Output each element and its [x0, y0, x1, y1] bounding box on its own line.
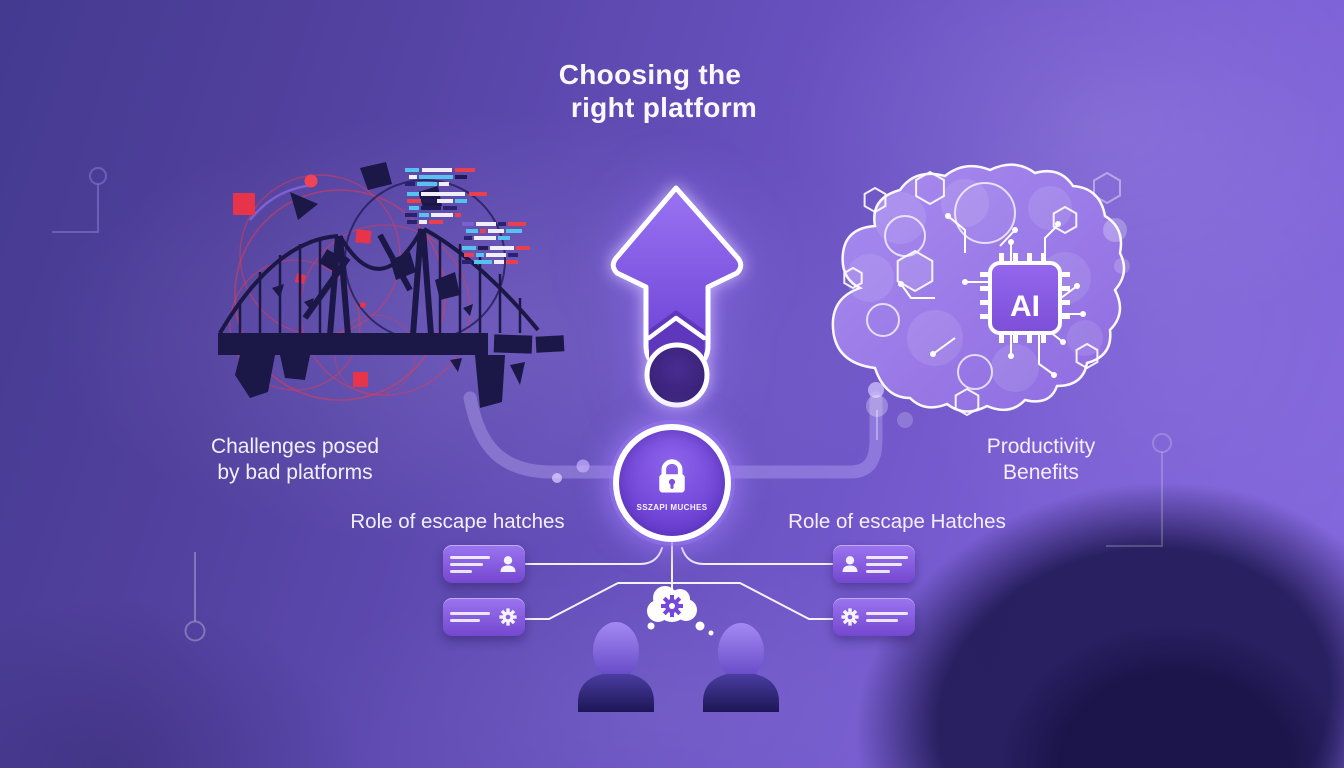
ai-chip-icon: AI — [980, 253, 1070, 343]
person-silhouette-right — [703, 623, 779, 712]
ai-chip-label: AI — [1010, 290, 1040, 323]
title-line-1: Choosing the — [558, 59, 742, 90]
arrow-base-circle — [644, 342, 710, 408]
page-title: Choosing the right platform — [480, 58, 820, 124]
pipe-dot — [552, 473, 562, 483]
label-productivity: Productivity Benefits — [986, 435, 1096, 484]
brain-stems — [866, 218, 1130, 440]
thought-bubble-icon — [647, 586, 714, 636]
bridge-cables — [218, 227, 540, 336]
up-arrow-icon — [610, 185, 744, 408]
circuit-right — [1106, 433, 1172, 547]
label-challenges: Challenges posed by bad platforms — [210, 435, 380, 484]
circuit-bottom-left — [184, 552, 206, 642]
code-snippet-block-b — [462, 222, 530, 264]
escape-hatch-badge: SSZAPI MUCHES — [613, 424, 731, 542]
text-lines — [450, 555, 492, 573]
feature-card-top-right — [833, 545, 915, 583]
feature-card-bottom-left — [443, 598, 525, 636]
text-lines — [866, 612, 908, 622]
title-line-2: right platform — [570, 92, 758, 123]
pipe-dot — [576, 459, 590, 473]
label-role-left: Role of escape hatches — [350, 510, 565, 533]
person-silhouette-left — [578, 622, 654, 712]
broken-bridge-illustration — [218, 162, 565, 408]
chip-pins — [980, 253, 1070, 343]
lock-icon — [659, 458, 685, 492]
feature-card-top-left — [443, 545, 525, 583]
escape-hatch-caption: SSZAPI MUCHES — [636, 502, 708, 512]
person-icon — [500, 556, 516, 572]
circuit-top-left — [52, 167, 107, 233]
text-lines — [866, 555, 908, 573]
label-role-right: Role of escape Hatches — [788, 510, 1006, 533]
pipe-end-node — [868, 382, 884, 398]
gear-icon — [661, 595, 683, 617]
error-markers — [233, 174, 372, 387]
gear-icon — [499, 608, 517, 626]
person-icon — [842, 556, 858, 572]
arrow-chevron — [646, 315, 707, 341]
text-lines — [450, 612, 492, 622]
feature-card-bottom-right — [833, 598, 915, 636]
brain-hexagons — [843, 170, 1121, 417]
gear-icon — [841, 608, 859, 626]
code-snippet-block-a — [405, 168, 487, 224]
ai-brain-illustration: AI — [831, 163, 1130, 440]
brain-blob — [831, 163, 1126, 413]
brain-circuit-dots — [898, 213, 1086, 378]
